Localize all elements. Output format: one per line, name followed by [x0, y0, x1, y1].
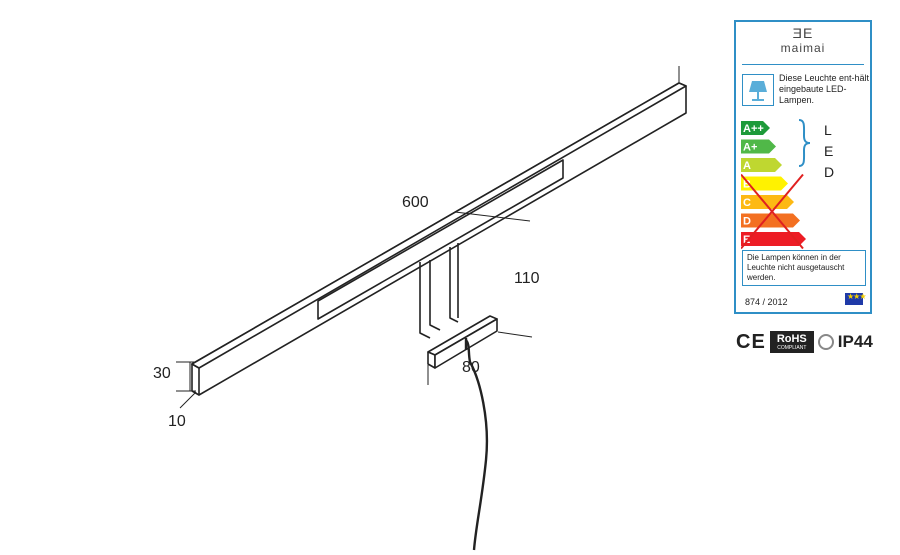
dimension-depth: 110 — [514, 270, 540, 287]
lamp-icon — [742, 74, 774, 106]
led-letter-l: L — [824, 122, 832, 138]
dim-line-width — [179, 391, 197, 409]
energy-class-e: E — [741, 232, 806, 246]
power-cable — [464, 339, 489, 551]
ip-rating: IP44 — [837, 332, 873, 351]
dimension-height: 30 — [153, 365, 171, 382]
arm-right — [429, 260, 441, 331]
energy-class-aplus: A+ — [741, 139, 776, 154]
dim-line-mount — [497, 331, 533, 338]
certification-marks: CE RoHS COMPLIANT IP44 — [736, 330, 873, 354]
strike-line-2 — [741, 173, 804, 250]
globe-icon — [817, 334, 834, 350]
energy-class-label: A++ — [743, 123, 764, 135]
energy-class-label: A+ — [743, 142, 757, 154]
label-divider — [742, 64, 864, 65]
energy-class-d: D — [741, 213, 800, 228]
energy-class-label: A — [743, 160, 751, 172]
energy-class-label: B — [743, 179, 751, 191]
energy-label: ƎE maimai Diese Leuchte ent-hält eingeba… — [734, 20, 872, 314]
energy-class-label: E — [743, 234, 750, 246]
brand-mark: ƎE — [792, 25, 814, 41]
led-letter-e: E — [824, 143, 834, 159]
rohs-badge: RoHS COMPLIANT — [769, 331, 814, 353]
dimension-length: 600 — [402, 194, 429, 211]
energy-class-aplusplus: A++ — [741, 121, 770, 135]
rohs-label: RoHS — [776, 332, 807, 345]
dimension-width: 10 — [168, 413, 186, 430]
energy-class-c: C — [741, 195, 794, 209]
led-strip — [317, 159, 564, 320]
rohs-compliant: COMPLIANT — [777, 344, 807, 351]
replaceable-info: Die Lampen können in der Leuchte nicht a… — [742, 250, 866, 286]
brace-icon — [798, 119, 811, 167]
ce-mark: CE — [736, 330, 766, 353]
led-letter-d: D — [824, 164, 835, 180]
arm-left — [419, 262, 431, 339]
energy-class-label: C — [743, 197, 751, 209]
dim-line-length — [454, 211, 531, 222]
lamp-text: Diese Leuchte ent-hält eingebaute LED-La… — [779, 73, 870, 105]
energy-class-a: A — [741, 158, 782, 172]
energy-class-label: D — [743, 216, 751, 228]
regulation-number: 874 / 2012 — [745, 297, 788, 307]
eu-flag-icon: ★★★ — [845, 292, 866, 305]
led-letters: L E D — [824, 120, 834, 183]
dimension-mount: 80 — [462, 359, 480, 376]
brand-name: maimai — [780, 41, 826, 55]
